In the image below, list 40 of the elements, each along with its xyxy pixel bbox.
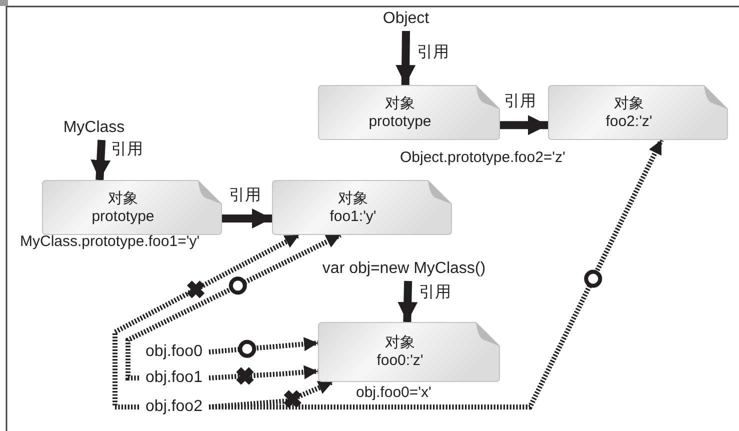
- arrow: [90, 140, 111, 180]
- box-text: prototype: [368, 112, 432, 130]
- box-text: 对象: [384, 334, 416, 352]
- box-text: foo0:'z': [376, 352, 424, 370]
- box-text: prototype: [90, 208, 156, 226]
- edge-label: 引用: [228, 187, 262, 205]
- box-text: foo2:'z': [604, 112, 654, 130]
- dotted-arrow: [208, 337, 318, 354]
- code-text: obj.foo0: [144, 342, 204, 362]
- assignment-text: obj.foo0='x': [356, 384, 432, 402]
- dotted-arrow: [126, 232, 342, 380]
- box-text: 对象: [107, 190, 139, 208]
- document-box: [548, 85, 728, 140]
- dotted-arrow: [112, 232, 300, 410]
- code-text: Object: [382, 9, 430, 29]
- box-text: 对象: [384, 94, 416, 112]
- code-text: var obj=new MyClass(): [321, 259, 487, 279]
- dotted-arrow: [208, 380, 334, 410]
- box-text: 对象: [613, 94, 645, 112]
- arrow: [396, 30, 416, 86]
- box-text: foo1:'y': [328, 208, 378, 226]
- document-box: [42, 180, 222, 235]
- edge-label: 引用: [418, 284, 452, 302]
- assignment-text: Object.prototype.foo2='z': [400, 149, 566, 167]
- assignment-text: MyClass.prototype.foo1='y': [20, 233, 200, 251]
- edge-label: 引用: [110, 141, 144, 159]
- arrow: [500, 115, 548, 136]
- code-text: obj.foo1: [144, 368, 204, 388]
- dotted-arrow: [208, 365, 318, 380]
- document-box: [318, 322, 500, 382]
- arrow: [398, 280, 418, 322]
- edge-label: 引用: [416, 44, 450, 62]
- edge-label: 引用: [503, 93, 537, 111]
- dotted-arrow: [209, 138, 664, 410]
- arrow: [222, 208, 272, 228]
- code-text: MyClass: [62, 118, 126, 138]
- box-text: 对象: [337, 190, 369, 208]
- code-text: obj.foo2: [144, 397, 204, 417]
- document-box: [318, 85, 500, 140]
- document-box: [272, 180, 452, 235]
